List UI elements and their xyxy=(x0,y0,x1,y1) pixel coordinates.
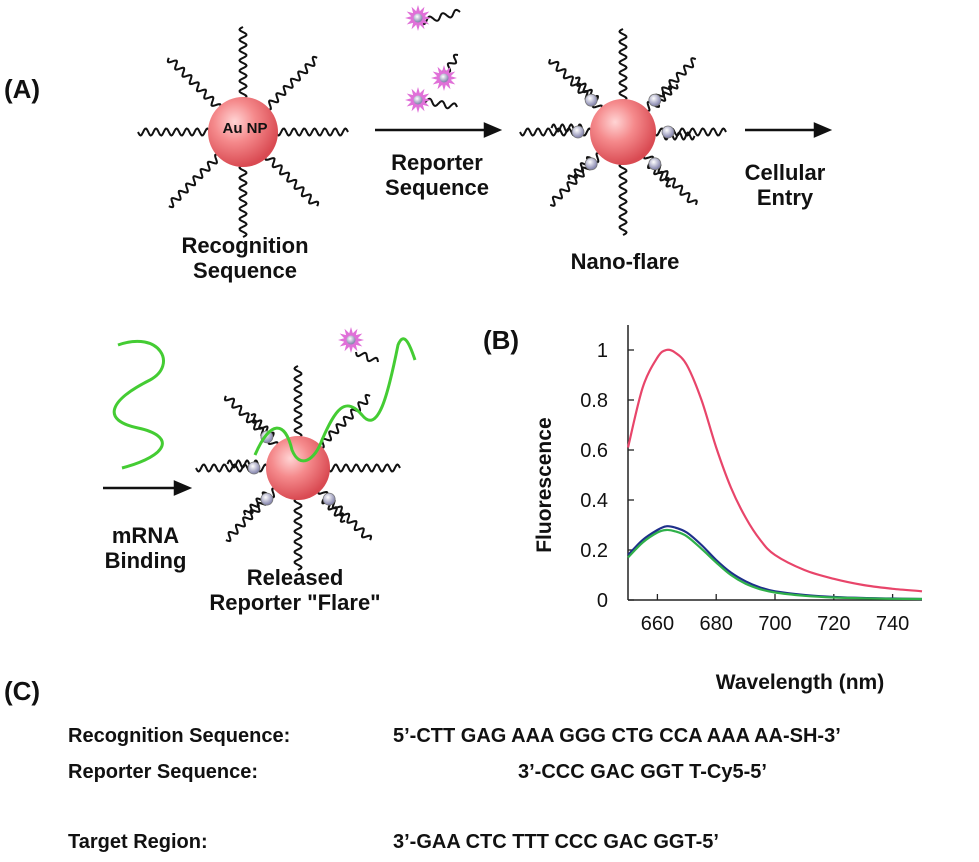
x-tick-label: 720 xyxy=(817,613,850,635)
y-tick-label: 0.6 xyxy=(580,440,608,462)
quencher-dot xyxy=(584,93,598,107)
reporter-sequences xyxy=(338,5,461,363)
dna-strand xyxy=(293,365,303,439)
quencher-dot xyxy=(322,492,336,506)
sequence-name-reporter: Reporter Sequence: xyxy=(68,761,259,783)
chart-xlabel: Wavelength (nm) xyxy=(715,671,885,694)
mrna-strands xyxy=(112,337,417,470)
gold-nanoparticle xyxy=(590,99,656,165)
quencher-dot xyxy=(584,157,598,171)
fluorophore-core xyxy=(439,73,449,83)
gold-nanoparticle xyxy=(266,436,330,500)
released-label-line2: Reporter "Flare" xyxy=(209,590,381,616)
dna-strand xyxy=(266,55,318,111)
fluorophore-core xyxy=(346,335,356,345)
chart-series-line-2 xyxy=(627,528,923,601)
y-tick-label: 0 xyxy=(597,590,608,612)
dna-strand xyxy=(318,393,371,449)
bound-mrna-strand xyxy=(253,337,417,463)
released-reporter-strand xyxy=(355,351,379,363)
fluorophore-core xyxy=(413,95,423,105)
dna-strand xyxy=(264,155,320,207)
quencher-dot xyxy=(661,125,675,139)
panel-c-label: (C) xyxy=(4,676,41,706)
dna-strand xyxy=(238,164,248,238)
sequence-value-reporter: 3’-CCC GAC GGT T-Cy5-5’ xyxy=(518,761,767,783)
quencher-dot xyxy=(260,492,274,506)
fluorophore-core xyxy=(413,13,423,23)
sequence-value-target: 3’-GAA CTC TTT CCC GAC GGT-5’ xyxy=(393,831,719,853)
x-tick-label: 680 xyxy=(700,613,733,635)
dna-strand xyxy=(166,57,222,109)
chart-ylabel: Fluorescence xyxy=(532,417,556,553)
recognition-label-line1: Recognition xyxy=(181,233,309,258)
dna-strand xyxy=(238,26,248,100)
nanoflare-label: Nano-flare xyxy=(570,249,680,274)
reporter-label-line1: Reporter xyxy=(391,150,483,175)
reporter-strand xyxy=(419,8,461,26)
np-label: Au NP xyxy=(222,120,268,137)
recognition-label-line2: Sequence xyxy=(193,258,297,284)
dna-strand xyxy=(618,28,628,102)
cellular-label-line1: Cellular xyxy=(744,160,826,185)
dna-strand xyxy=(275,127,349,137)
dna-strand xyxy=(168,153,220,209)
cellular-label-line2: Entry xyxy=(756,185,814,211)
nanoflare-np xyxy=(519,28,727,236)
quencher-dot xyxy=(571,125,585,139)
y-tick-label: 0.2 xyxy=(580,540,608,562)
cellular-entry-arrow xyxy=(745,122,833,138)
sequence-name-target: Target Region: xyxy=(68,831,208,853)
mrna-label-line2: Binding xyxy=(104,548,187,574)
dna-strand xyxy=(293,497,303,571)
sequence-name-recognition: Recognition Sequence: xyxy=(68,725,291,747)
reporter-label-line2: Sequence xyxy=(385,175,489,201)
x-tick-label: 700 xyxy=(758,613,791,635)
recognition-np xyxy=(137,26,349,238)
dna-strand xyxy=(618,162,628,236)
panel-b-label: (B) xyxy=(483,325,520,355)
cellular-entry-label: Cellular Entry xyxy=(725,160,845,211)
mrna-binding-arrow xyxy=(103,480,193,496)
sequence-value-recognition: 5’-CTT GAG AAA GGG CTG CCA AAA AA-SH-3’ xyxy=(393,725,841,747)
gold-nanoparticle xyxy=(208,97,278,167)
dna-strand xyxy=(137,127,211,137)
mrna-label-line1: mRNA xyxy=(111,523,180,548)
released-label-line1: Released xyxy=(246,565,344,590)
quencher-dot xyxy=(648,93,662,107)
x-tick-label: 740 xyxy=(876,613,909,635)
y-tick-label: 0.4 xyxy=(580,490,608,512)
quencher-dot xyxy=(247,461,261,475)
recognition-label: Recognition Sequence xyxy=(150,233,340,284)
dna-strand xyxy=(327,463,401,473)
released-np xyxy=(195,365,401,571)
mrna-strand xyxy=(112,339,165,470)
chart-series-line-0 xyxy=(626,348,923,593)
quencher-dot xyxy=(648,157,662,171)
mrna-binding-label: mRNA Binding xyxy=(88,523,203,574)
y-tick-label: 0.8 xyxy=(580,390,608,412)
panel-a-label: (A) xyxy=(4,74,41,104)
released-reporter-label: Released Reporter "Flare" xyxy=(180,565,410,616)
x-tick-label: 660 xyxy=(641,613,674,635)
y-tick-label: 1 xyxy=(597,340,608,362)
reporter-arrow xyxy=(375,122,503,138)
reporter-sequence-label: Reporter Sequence xyxy=(372,150,502,201)
